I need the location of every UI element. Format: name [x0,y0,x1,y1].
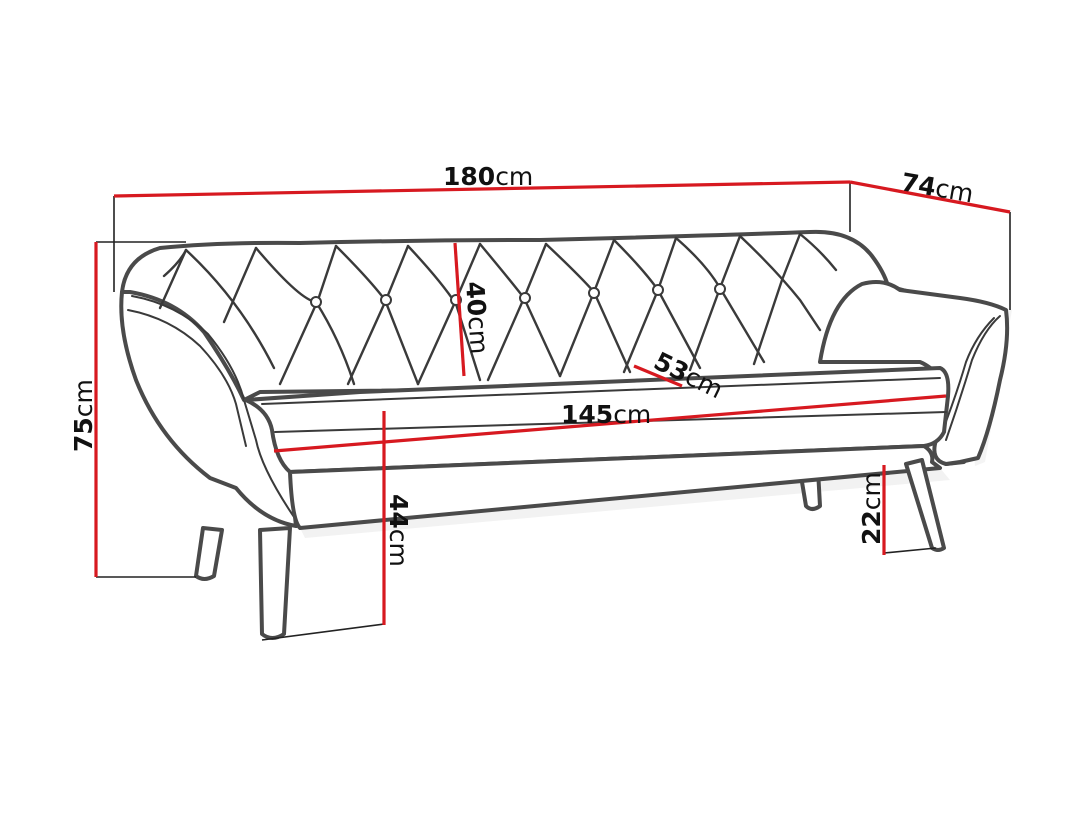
sofa-icon [119,229,1010,640]
depth-dimension-line [849,180,1011,214]
seat-height-label: 44cm [384,494,413,567]
seat-width-label: 145cm [561,400,651,429]
backrest-dimension-line [453,242,466,377]
back-left-leg [194,526,224,581]
seat-depth-dimension-line [633,364,683,388]
tuft-button-icon [380,294,392,306]
tuft-button-icon [652,284,664,296]
tuft-button-icon [310,296,322,308]
depth-label: 74cm [899,167,976,208]
backrest-height-label: 40cm [460,280,494,355]
front-left-leg [258,526,292,640]
width-dimension-line [113,180,851,198]
extension-lines [96,182,1011,641]
dimension-lines [94,180,1011,625]
sofa-base [288,444,942,530]
width-label: 180cm [443,162,533,191]
leg-height-label: 22cm [857,472,886,545]
tuft-button-icon [714,283,726,295]
seat-cushion [244,366,951,474]
dimension-labels: 180cm 74cm 75cm 40cm 53cm 145cm 44cm 22c… [69,162,976,567]
tuft-button-icon [519,292,531,304]
seat-width-dimension-line [273,394,947,453]
tuft-button-icon [588,287,600,299]
height-label: 75cm [69,379,98,452]
